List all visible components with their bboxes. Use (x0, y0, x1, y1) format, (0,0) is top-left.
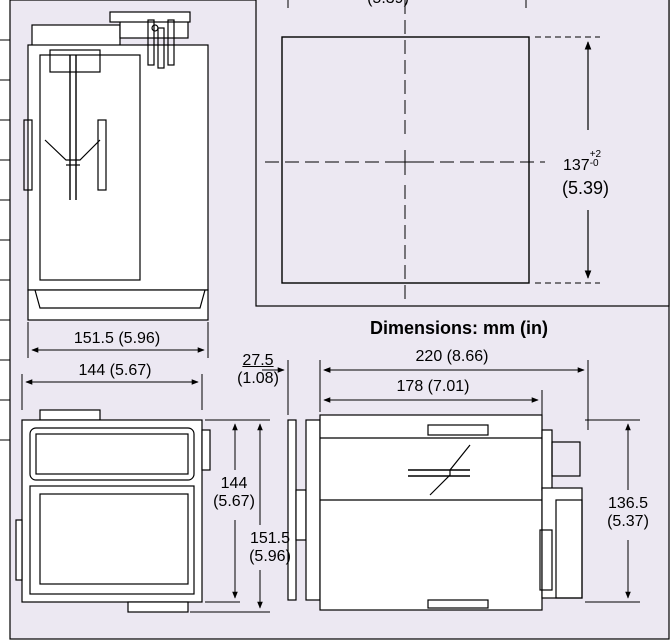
case-depth-label: 178 (7.01) (396, 378, 470, 395)
side-top-dimension (27, 322, 209, 358)
tolerance-minus: -0 (589, 158, 599, 169)
total-depth-label: 220 (8.66) (415, 348, 489, 365)
front-outer-height-label: 151.5(5.96) (249, 530, 291, 565)
dimensions-caption: Dimensions: mm (in) (369, 318, 549, 338)
panel-cutout (265, 0, 600, 300)
left-edge-ticks (0, 39, 10, 441)
side-top-depth-label: 151.5 (5.96) (73, 330, 161, 347)
front-height-dimensions (190, 419, 270, 613)
tolerance-plus: +2 (589, 149, 602, 160)
cutout-width-inch-label: (5.39) (367, 0, 409, 8)
side-height-label: 136.5(5.37) (607, 495, 649, 530)
front-width-label: 144 (5.67) (78, 362, 152, 379)
front-inner-height-label: 144(5.67) (213, 475, 255, 510)
front-width-dimension (21, 374, 203, 410)
cutout-height-label: 137+2-0 (563, 149, 602, 175)
side-dimensions (262, 360, 640, 603)
cutout-height-inch-label: (5.39) (562, 178, 610, 198)
bezel-depth-label: 27.5(1.08) (237, 352, 279, 387)
side-view (287, 414, 583, 611)
front-view (15, 409, 211, 613)
side-view-top (23, 11, 209, 321)
